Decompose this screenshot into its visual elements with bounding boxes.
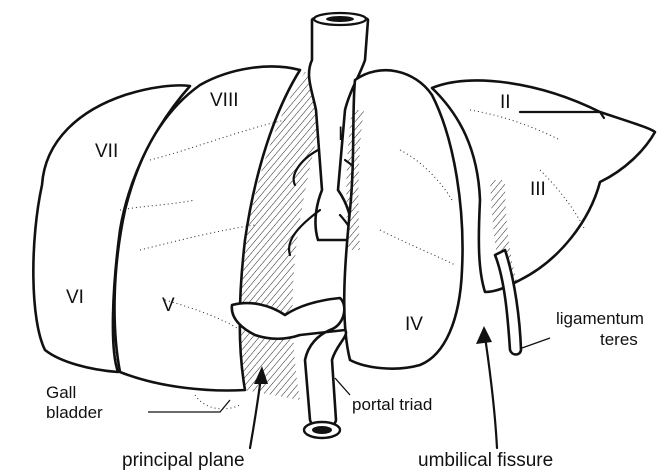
gall-bladder-label-line1: Gall: [46, 383, 76, 402]
segment-vi-label: VI: [66, 287, 84, 308]
segment-ii-label: II: [500, 92, 511, 113]
gall-bladder-label-line2: bladder: [46, 403, 103, 422]
segment-iv-block: [344, 70, 462, 368]
principal-plane-label: principal plane: [122, 450, 245, 471]
segment-iii-label: III: [530, 179, 546, 200]
segment-v-label: V: [162, 295, 175, 316]
ligamentum-teres-leader: [522, 338, 550, 348]
gall-bladder-outline: [195, 395, 240, 409]
ligamentum-teres-label-line2: teres: [600, 330, 638, 349]
gall-bladder-leader: [148, 400, 230, 412]
umbilical-fissure-label: umbilical fissure: [418, 450, 553, 471]
segment-i-label: I: [338, 124, 343, 145]
segment-viii-label: VIII: [210, 90, 239, 111]
portal-triad-leader: [335, 378, 350, 395]
segment-iv-label: IV: [405, 314, 423, 335]
umbilical-fissure-arrow: [484, 330, 497, 448]
portal-triad-label: portal triad: [352, 395, 432, 414]
segment-vii-label: VII: [95, 141, 118, 162]
ligamentum-teres-label-line1: ligamentum: [556, 309, 644, 328]
umbilical-fissure-arrowhead: [476, 326, 492, 344]
